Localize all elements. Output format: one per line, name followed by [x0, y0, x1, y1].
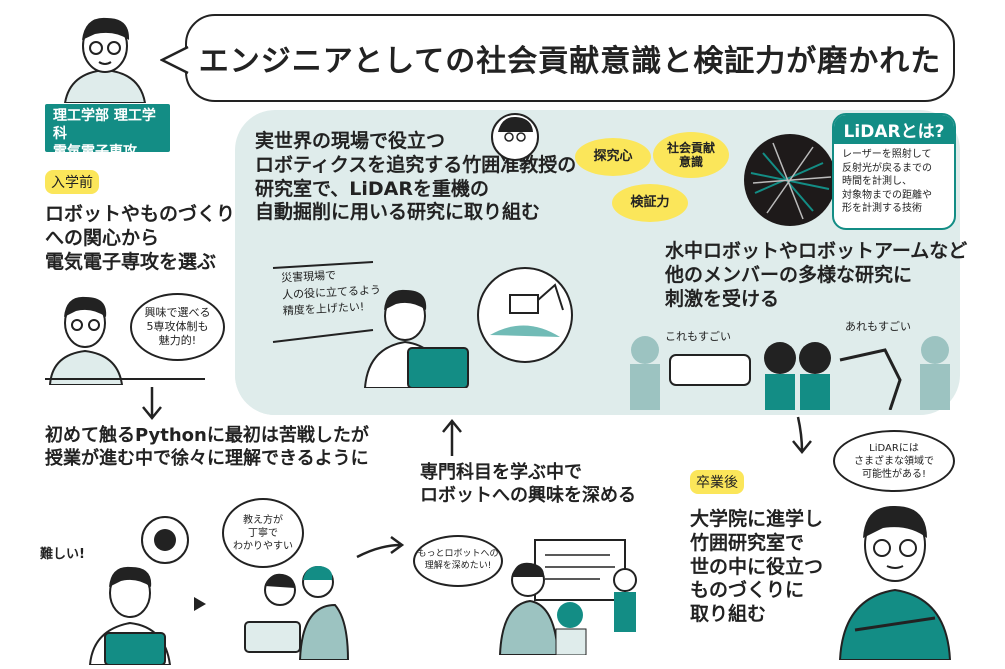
specialty-text: 専門科目を学ぶ中で ロボットへの興味を深める [420, 462, 636, 506]
before-text: ロボットやものづくり への関心から 電気電子専攻を選ぶ [45, 203, 236, 273]
after-thought: LiDARには さまざまな領域で 可能性がある! [833, 430, 955, 492]
department-line2: 電気電子専攻 [53, 144, 137, 161]
after-text: 大学院に進学し 竹囲研究室で 世の中に役立つ ものづくりに 取り組む [690, 508, 824, 625]
student-thinking-icon [48, 296, 124, 385]
reaction-right: あれもすごい [845, 320, 911, 333]
keyword-social-contribution: 社会貢献 意識 [653, 132, 729, 178]
arrow-up-icon [442, 419, 462, 456]
hard-label: 難しい! [40, 547, 85, 562]
before-tag: 入学前 [45, 170, 99, 194]
thought-lines-icon [272, 261, 374, 343]
keyword-verification: 検証力 [612, 184, 688, 222]
department-label: 理工学部 理工学科 電気電子専攻 [45, 104, 170, 160]
bubble-tail-icon [160, 45, 189, 75]
before-thought: 興味で選べる 5専攻体制も 魅力的! [130, 293, 225, 361]
desk-line [45, 378, 205, 380]
python-text: 初めて触るPythonに最初は苦戦したが 授業が進む中で徐々に理解できるように [45, 425, 369, 469]
struggling-student-icon [88, 566, 172, 665]
members-robots-icon [630, 336, 950, 410]
play-arrow-icon [194, 597, 206, 611]
lidar-desc: レーザーを照射して 反射光が戻るまでの 時間を計測し、 対象物までの距離や 形を… [842, 149, 932, 214]
teacher-student-icon [244, 565, 350, 660]
classroom-scene-icon [498, 539, 637, 655]
lidar-pointcloud-icon [744, 134, 836, 226]
professor-avatar-icon [491, 113, 539, 161]
members-text: 水中ロボットやロボットアームなど 他のメンバーの多様な研究に 刺激を受ける [665, 240, 968, 310]
page-title: エンジニアとしての社会貢献意識と検証力が磨かれた [198, 44, 942, 79]
graduate-student-icon [838, 505, 952, 660]
teacher-thought: 教え方が 丁寧で わかりやすい [222, 498, 304, 568]
keyword-curiosity: 探究心 [575, 138, 651, 176]
arrow-down-icon [792, 416, 812, 454]
department-line1: 理工学部 理工学科 [53, 108, 156, 143]
lidar-box: LiDARとは? レーザーを照射して 反射光が戻るまでの 時間を計測し、 対象物… [832, 113, 956, 230]
arrow-right-icon [356, 535, 405, 559]
student-avatar-icon [63, 17, 147, 103]
arrow-down-icon [142, 387, 162, 420]
reaction-left: これもすごい [665, 330, 731, 343]
confused-thought-icon [141, 516, 189, 564]
student-laptop-icon [363, 289, 469, 388]
lab-text: 実世界の現場で役立つ ロボティクスを追究する竹囲准教授の 研究室で、LiDARを… [255, 130, 577, 224]
lidar-title: LiDARとは? [834, 115, 954, 144]
title-bubble: エンジニアとしての社会貢献意識と検証力が磨かれた [185, 14, 955, 102]
after-tag: 卒業後 [690, 470, 744, 494]
specialty-thought: もっとロボットへの 理解を深めたい! [413, 535, 503, 587]
excavator-scene-icon [477, 267, 573, 363]
